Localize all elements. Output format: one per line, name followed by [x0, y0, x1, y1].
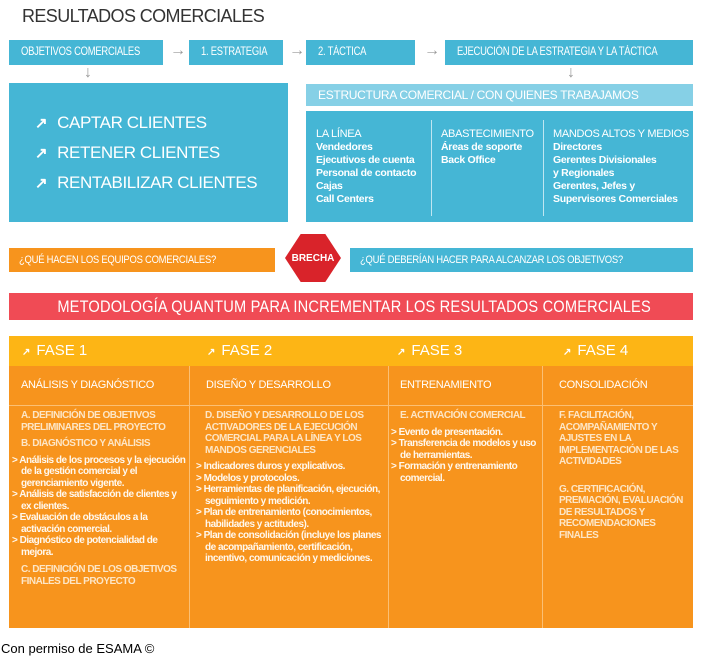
step-a: A. DEFINICIÓN DE OBJETIVOS PRELIMINARES …	[21, 410, 166, 433]
phase-2-content: D. DISEÑO Y DESARROLLO DE LOS ACTIVADORE…	[195, 410, 385, 571]
phase-3-label: ↗ FASE 3	[397, 336, 462, 368]
column-divider	[388, 366, 389, 628]
list-item: Plan de entrenamiento (conocimientos, ha…	[195, 507, 385, 530]
list-item: Formación y entrenamiento comercial.	[390, 461, 540, 484]
column-divider	[189, 366, 190, 628]
current-state-bar: ¿QUÉ HACEN LOS EQUIPOS COMERCIALES?	[9, 248, 275, 272]
step-b: B. DIAGNÓSTICO Y ANÁLISIS	[21, 438, 151, 449]
phases-header: ↗ FASE 1 ↗ FASE 2 ↗ FASE 3 ↗ FASE 4	[9, 336, 693, 366]
arrow-down-icon: ↓	[567, 64, 575, 81]
list-item: Evento de presentación.	[390, 427, 540, 439]
column-item: y Regionales	[553, 167, 615, 179]
step-estrategia: 1. ESTRATEGIA	[189, 40, 283, 65]
column-divider	[431, 120, 432, 216]
phase-1-subtitle: ANÁLISIS Y DIAGNÓSTICO	[21, 379, 154, 391]
trend-up-arrow-icon: ↗	[35, 175, 48, 192]
phase-label: FASE 2	[221, 342, 273, 359]
column-heading: ABASTECIMIENTO	[441, 128, 534, 140]
arrow-right-icon: →	[170, 42, 186, 59]
phase-4-subtitle: CONSOLIDACIÓN	[559, 379, 648, 391]
goal-label: RETENER CLIENTES	[57, 143, 220, 162]
step-c: C. DEFINICIÓN DE LOS OBJETIVOS FINALES D…	[21, 564, 177, 587]
column-item: Supervisores Comerciales	[553, 193, 678, 205]
goal-label: CAPTAR CLIENTES	[57, 113, 207, 132]
phase-label: FASE 4	[577, 342, 629, 359]
list-item: Herramientas de planificación, ejecución…	[195, 484, 385, 507]
list-item: Modelos y protocolos.	[195, 473, 385, 485]
current-state-label: ¿QUÉ HACEN LOS EQUIPOS COMERCIALES?	[19, 254, 217, 266]
list-item: Análisis de los procesos y la ejecución …	[11, 455, 187, 490]
arrow-up-right-icon: ↗	[563, 347, 572, 358]
phase-3-content: E. ACTIVACIÓN COMERCIAL Evento de presen…	[390, 410, 540, 490]
column-item: Personal de contacto	[316, 167, 417, 179]
structure-column-mandos: MANDOS ALTOS Y MEDIOS Directores Gerente…	[553, 128, 689, 206]
goal-item: ↗ CAPTAR CLIENTES	[35, 113, 288, 133]
column-item: Áreas de soporte	[441, 141, 522, 153]
step-label: OBJETIVOS COMERCIALES	[21, 46, 141, 58]
step-f: F. FACILITACIÓN, ACOMPAÑAMIENTO Y AJUSTE…	[559, 410, 679, 467]
list-item: Transferencia de modelos y uso de herram…	[390, 438, 540, 461]
arrow-down-icon: ↓	[84, 64, 92, 81]
phase-1-content: A. DEFINICIÓN DE OBJETIVOS PRELIMINARES …	[11, 410, 187, 592]
structure-box	[306, 111, 693, 222]
arrow-right-icon: →	[424, 42, 440, 59]
column-item: Call Centers	[316, 193, 374, 205]
phase-2-label: ↗ FASE 2	[207, 336, 272, 368]
step-ejecucion: EJECUCIÓN DE LA ESTRATEGIA Y LA TÁCTICA	[445, 40, 693, 65]
column-item: Ejecutivos de cuenta	[316, 154, 415, 166]
step-objetivos: OBJETIVOS COMERCIALES	[9, 40, 163, 65]
goal-label: RENTABILIZAR CLIENTES	[57, 173, 258, 192]
phase-3-subtitle: ENTRENAMIENTO	[400, 379, 492, 391]
phase-4-label: ↗ FASE 4	[563, 336, 628, 368]
methodology-banner: METODOLOGÍA QUANTUM PARA INCREMENTAR LOS…	[9, 293, 693, 320]
list-item: Evaluación de obstáculos a la activación…	[11, 512, 187, 535]
step-e: E. ACTIVACIÓN COMERCIAL	[400, 410, 526, 421]
column-divider	[542, 366, 543, 628]
column-item: Gerentes Divisionales	[553, 154, 657, 166]
step-tactica: 2. TÁCTICA	[306, 40, 415, 65]
structure-column-linea: LA LÍNEA Vendedores Ejecutivos de cuenta…	[316, 128, 417, 206]
column-item: Vendedores	[316, 141, 373, 153]
desired-state-bar: ¿QUÉ DEBERÍAN HACER PARA ALCANZAR LOS OB…	[350, 248, 693, 272]
arrow-up-right-icon: ↗	[207, 347, 216, 358]
step-g: G. CERTIFICACIÓN, PREMIACIÓN, EVALUACIÓN…	[559, 483, 683, 541]
column-divider	[543, 120, 544, 216]
goals-box: ↗ CAPTAR CLIENTES ↗ RETENER CLIENTES ↗ RENT…	[9, 83, 288, 222]
arrow-right-icon: →	[289, 42, 305, 59]
phase-4-content: F. FACILITACIÓN, ACOMPAÑAMIENTO Y AJUSTE…	[549, 410, 689, 546]
column-item: Cajas	[316, 180, 343, 192]
goal-item: ↗ RENTABILIZAR CLIENTES	[35, 173, 288, 193]
column-heading: MANDOS ALTOS Y MEDIOS	[553, 128, 689, 140]
divider	[9, 405, 693, 406]
step-label: 2. TÁCTICA	[318, 46, 367, 58]
desired-state-label: ¿QUÉ DEBERÍAN HACER PARA ALCANZAR LOS OB…	[360, 254, 623, 266]
column-heading: LA LÍNEA	[316, 128, 362, 140]
list-item: Plan de consolidación (incluye los plane…	[195, 530, 385, 565]
structure-column-abastecimiento: ABASTECIMIENTO Áreas de soporte Back Off…	[441, 128, 534, 167]
list-item: Diagnóstico de potencialidad de mejora.	[11, 535, 187, 558]
list-item: Análisis de satisfacción de clientes y e…	[11, 489, 187, 512]
arrow-up-right-icon: ↗	[397, 347, 406, 358]
brecha-hexagon: BRECHA	[285, 234, 341, 282]
column-item: Back Office	[441, 154, 496, 166]
copyright-footer: Con permiso de ESAMA ©	[1, 641, 155, 656]
phase-1-label: ↗ FASE 1	[22, 336, 87, 368]
page-title: RESULTADOS COMERCIALES	[22, 6, 265, 26]
column-item: Directores	[553, 141, 602, 153]
step-label: 1. ESTRATEGIA	[201, 46, 268, 58]
phase-2-subtitle: DISEÑO Y DESARROLLO	[206, 379, 331, 391]
list-item: Indicadores duros y explicativos.	[195, 461, 385, 473]
arrow-up-right-icon: ↗	[22, 347, 31, 358]
step-label: EJECUCIÓN DE LA ESTRATEGIA Y LA TÁCTICA	[457, 46, 658, 58]
step-d: D. DISEÑO Y DESARROLLO DE LOS ACTIVADORE…	[205, 410, 364, 456]
phase-label: FASE 1	[36, 342, 88, 359]
phase-label: FASE 3	[411, 342, 463, 359]
goal-item: ↗ RETENER CLIENTES	[35, 143, 288, 163]
trend-up-arrow-icon: ↗	[35, 145, 48, 162]
column-item: Gerentes, Jefes y	[553, 180, 635, 192]
trend-up-arrow-icon: ↗	[35, 115, 48, 132]
phases-body: ANÁLISIS Y DIAGNÓSTICO DISEÑO Y DESARROL…	[9, 366, 693, 628]
methodology-banner-text: METODOLOGÍA QUANTUM PARA INCREMENTAR LOS…	[57, 297, 651, 316]
structure-title: ESTRUCTURA COMERCIAL / CON QUIENES TRABA…	[306, 84, 693, 106]
